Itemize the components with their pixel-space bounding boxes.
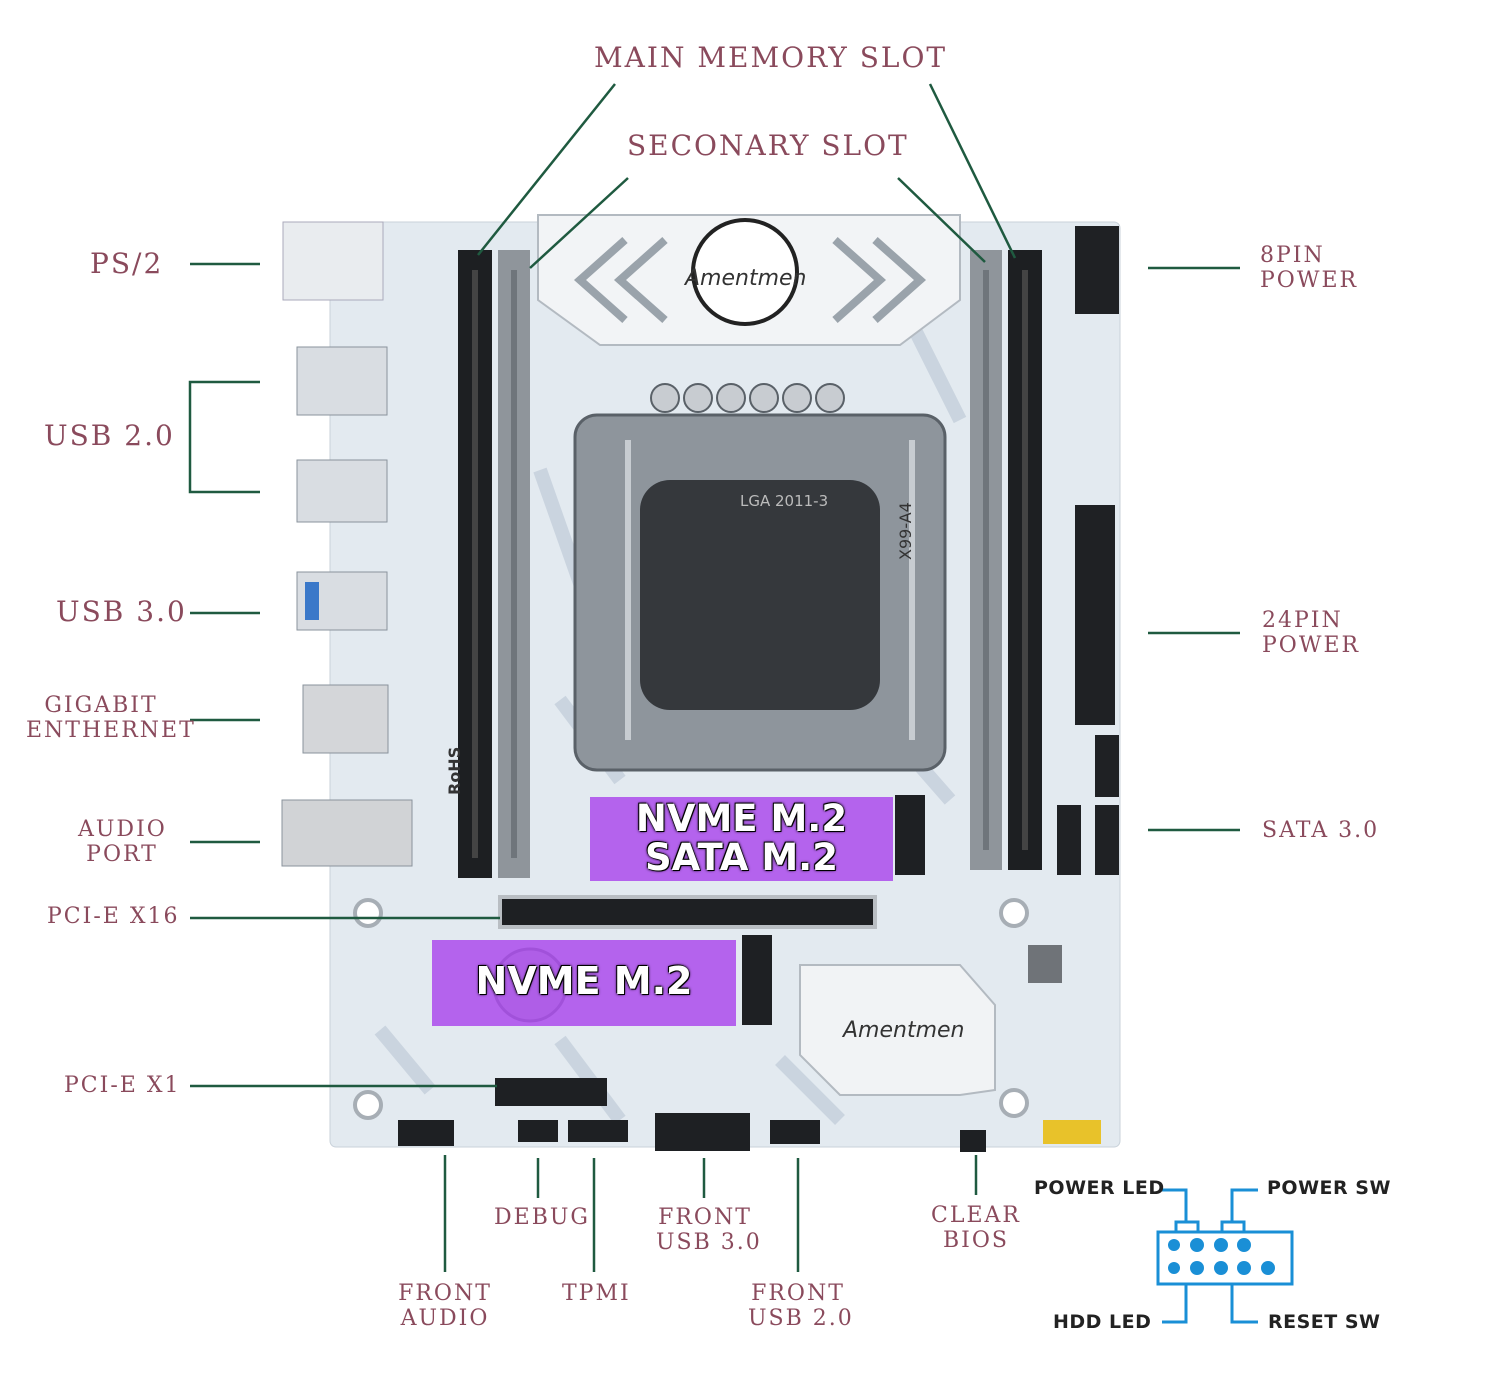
label-front-audio: FRONT AUDIO: [398, 1281, 492, 1332]
label-front-usb20-line2: USB 2.0: [748, 1306, 854, 1332]
label-power-sw: POWER SW: [1267, 1177, 1391, 1199]
label-24pin-power: 24PIN POWER: [1262, 608, 1360, 659]
label-front-usb20: FRONT USB 2.0: [748, 1281, 854, 1332]
label-gigabit-line2: ENTHERNET: [26, 718, 196, 744]
label-clear-bios-line2: BIOS: [943, 1228, 1009, 1254]
clear-bios-jumper: [960, 1130, 986, 1152]
label-gigabit-ethernet: GIGABIT ENTHERNET: [26, 693, 196, 744]
label-8pin-line1: 8PIN: [1260, 243, 1325, 268]
inductor: [1028, 945, 1062, 983]
label-main-memory-slot: MAIN MEMORY SLOT: [594, 41, 948, 74]
label-usb30: USB 3.0: [56, 595, 187, 628]
label-8pin-line2: POWER: [1260, 268, 1359, 294]
label-power-led: POWER LED: [1034, 1177, 1165, 1199]
atx-24pin-connector: [1075, 505, 1115, 725]
label-debug: DEBUG: [494, 1205, 590, 1230]
pcie-x1-slot: [495, 1078, 607, 1106]
m2-socket-top: [895, 795, 925, 875]
label-front-usb20-line1: FRONT: [751, 1281, 845, 1306]
ps2-port: [282, 221, 384, 301]
rohs-mark: RoHS: [445, 746, 464, 795]
label-front-usb30-line2: USB 3.0: [656, 1230, 762, 1256]
label-audio-line2: PORT: [86, 842, 158, 868]
usb20-port-bottom: [296, 459, 388, 523]
label-pcie1: PCI-E X1: [64, 1073, 181, 1098]
tpm-header: [568, 1120, 628, 1142]
label-front-usb30: FRONT USB 3.0: [656, 1205, 762, 1256]
label-clear-bios-line1: CLEAR: [931, 1203, 1021, 1228]
front-usb20-header: [770, 1120, 820, 1144]
audio-port: [281, 799, 413, 867]
chipset-heatsink: [799, 964, 996, 1096]
label-usb20: USB 2.0: [44, 419, 175, 452]
debug-header: [518, 1120, 558, 1142]
sata-port-1: [1095, 735, 1119, 797]
front-panel-header: [1043, 1120, 1101, 1144]
label-front-usb30-line1: FRONT: [658, 1205, 752, 1230]
label-ps2: PS/2: [90, 247, 164, 280]
label-reset-sw: RESET SW: [1268, 1311, 1381, 1333]
mount-holes: [353, 898, 1029, 1120]
board-model: X99-A4: [896, 502, 915, 560]
label-sata30: SATA 3.0: [1262, 818, 1380, 843]
sata-port-2: [1095, 805, 1119, 875]
label-front-audio-line2: AUDIO: [400, 1306, 490, 1332]
label-tpm: TPMI: [562, 1281, 631, 1306]
m2-top-line2: SATA M.2: [645, 835, 838, 879]
label-audio-line1: AUDIO: [78, 817, 167, 842]
cpu-socket-cover: [640, 480, 880, 710]
m2-top-line1: NVME M.2: [635, 797, 848, 840]
label-audio-port: AUDIO PORT: [78, 817, 166, 868]
sata-port-3: [1057, 805, 1081, 875]
usb30-tongue: [305, 582, 319, 620]
fan-icon: [691, 218, 799, 326]
label-24pin-line2: POWER: [1262, 633, 1361, 659]
eps-8pin-connector: [1075, 226, 1119, 314]
m2-highlight-bottom: NVME M.2: [432, 940, 736, 1026]
m2-bottom-label: NVME M.2: [475, 959, 693, 1003]
m2-highlight-top: NVME M.2 SATA M.2: [590, 797, 893, 881]
ethernet-port: [302, 684, 389, 754]
heatsink-brand-text: Amentmen: [685, 266, 807, 291]
front-audio-header: [398, 1120, 454, 1146]
label-hdd-led: HDD LED: [1053, 1311, 1152, 1333]
m2-socket-bottom: [742, 935, 772, 1025]
label-clear-bios: CLEAR BIOS: [930, 1203, 1022, 1254]
label-24pin-line1: 24PIN: [1262, 608, 1343, 633]
pcie-x16-slot: [498, 895, 877, 929]
label-pcie16: PCI-E X16: [47, 904, 180, 929]
usb20-port-top: [296, 346, 388, 416]
label-front-audio-line1: FRONT: [398, 1281, 492, 1306]
label-gigabit-line1: GIGABIT: [44, 693, 158, 718]
capacitor-row: [650, 383, 845, 413]
label-secondary-slot: SECONARY SLOT: [627, 129, 909, 162]
socket-label: LGA 2011-3: [740, 492, 829, 510]
chipset-brand-text: Amentmen: [843, 1018, 965, 1043]
label-8pin-power: 8PIN POWER: [1260, 243, 1358, 294]
front-usb30-header: [655, 1113, 750, 1151]
